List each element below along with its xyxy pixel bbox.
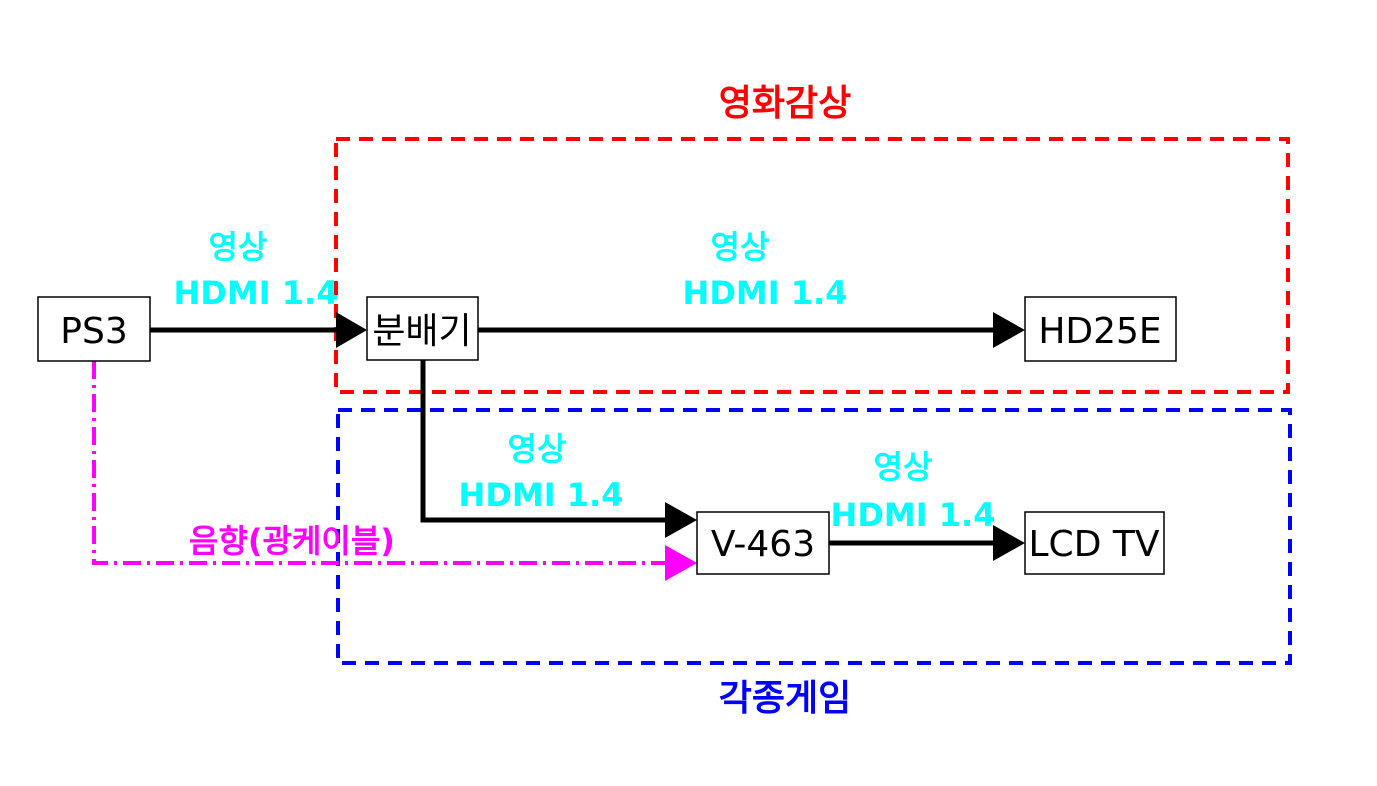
edge-label-type: 영상 (209, 228, 268, 266)
edge-v463-lcdtv (829, 525, 1025, 561)
edge-label-type: 영상 (711, 228, 770, 266)
arrowhead-icon (665, 545, 697, 581)
edge-splitter-hd25e (478, 312, 1025, 348)
edge-label-type: 영상 (508, 430, 567, 468)
arrowhead-icon (993, 525, 1025, 561)
game-group-label: 각종게임 (719, 678, 851, 719)
node-label: V-463 (711, 524, 815, 565)
movie-group-label: 영화감상 (719, 83, 851, 124)
arrowhead-icon (993, 312, 1025, 348)
node-splitter: 분배기 (366, 296, 479, 361)
edge-ps3-splitter (150, 312, 367, 348)
node-label: LCD TV (1029, 524, 1160, 565)
game-group-frame (336, 408, 1292, 665)
edge-label-spec: HDMI 1.4 (459, 476, 624, 514)
edge-label-spec: HDMI 1.4 (831, 496, 996, 534)
edge-label-type: 영상 (874, 448, 933, 486)
audio-edge-label: 음향(광케이블) (189, 522, 395, 560)
arrowhead-icon (665, 502, 697, 538)
node-label: PS3 (60, 311, 127, 352)
node-ps3: PS3 (37, 296, 151, 362)
node-label: 분배기 (372, 311, 471, 352)
edge-splitter-v463 (420, 360, 697, 538)
arrowhead-icon (336, 312, 367, 348)
edge-line (420, 360, 668, 523)
node-v463: V-463 (696, 511, 830, 575)
edge-ps3-v463-audio (92, 361, 697, 581)
node-hd25e: HD25E (1024, 296, 1177, 362)
edge-label-spec: HDMI 1.4 (174, 274, 339, 312)
node-lcdtv: LCD TV (1024, 511, 1165, 575)
edge-label-spec: HDMI 1.4 (683, 274, 848, 312)
edge-line (92, 361, 668, 565)
movie-group-frame (334, 137, 1290, 394)
node-label: HD25E (1038, 311, 1161, 352)
